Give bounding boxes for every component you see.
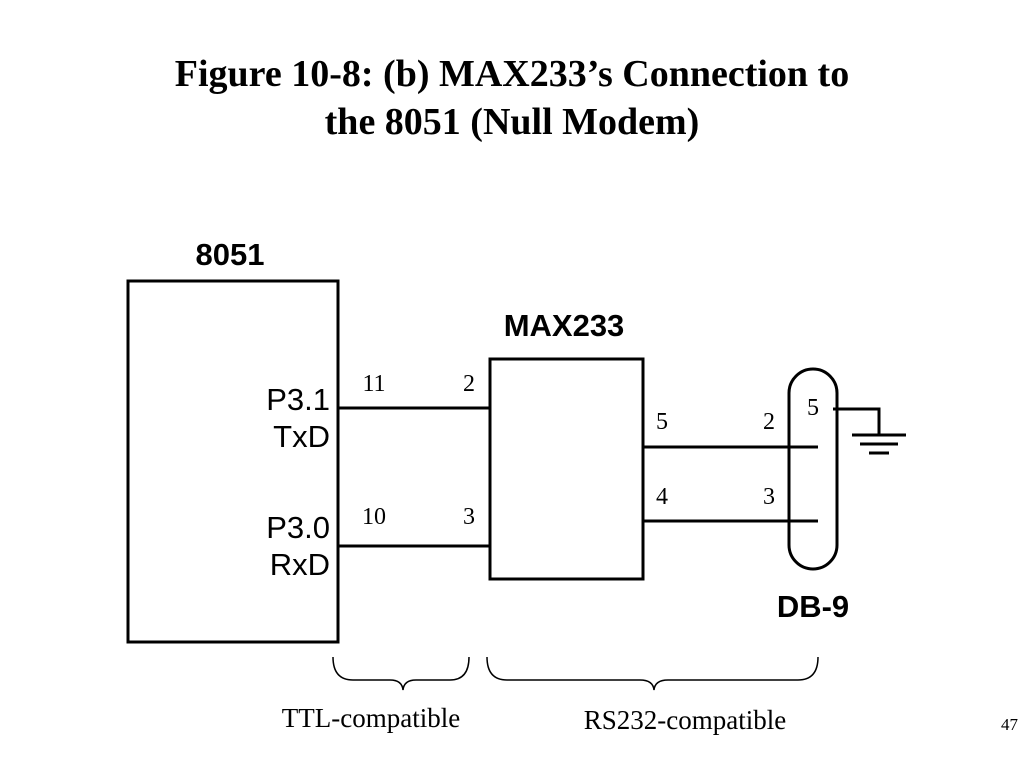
ground-icon (852, 433, 906, 455)
db9-pin-b: 3 (763, 484, 775, 510)
mcu-txd-pin-name: P3.1 (266, 382, 330, 417)
ground-wire (833, 407, 881, 434)
max233-box (488, 357, 645, 581)
max233-ttl-in-pin: 2 (463, 371, 475, 397)
slide-title: Figure 10-8: (b) MAX233’s Connection to … (0, 50, 1024, 146)
db9-ground-pin: 5 (807, 395, 819, 421)
ttl-label: TTL-compatible (282, 703, 460, 733)
mcu-txd-pin-number: 11 (362, 371, 385, 397)
db9-connector (787, 367, 839, 571)
max233-rs232-in-pin: 4 (656, 484, 668, 510)
rs232-label: RS232-compatible (584, 705, 786, 735)
max233-rs232-out-pin: 5 (656, 409, 668, 435)
db9-pin-a: 2 (763, 409, 775, 435)
db9-label: DB-9 (777, 589, 849, 624)
mcu-txd-signal: TxD (273, 419, 330, 454)
title-line-2: the 8051 (Null Modem) (324, 101, 700, 143)
max233-ttl-out-pin: 3 (463, 504, 475, 530)
mcu-rxd-pin-name: P3.0 (266, 510, 330, 545)
page-number: 47 (1001, 715, 1019, 734)
rs232-brace (486, 656, 819, 691)
mcu-box (126, 279, 340, 644)
mcu-label: 8051 (196, 237, 265, 272)
mcu-rxd-pin-number: 10 (362, 504, 386, 530)
ttl-brace (332, 656, 470, 691)
max233-label: MAX233 (504, 308, 625, 343)
title-line-1: Figure 10-8: (b) MAX233’s Connection to (174, 53, 850, 95)
mcu-rxd-signal: RxD (270, 547, 330, 582)
